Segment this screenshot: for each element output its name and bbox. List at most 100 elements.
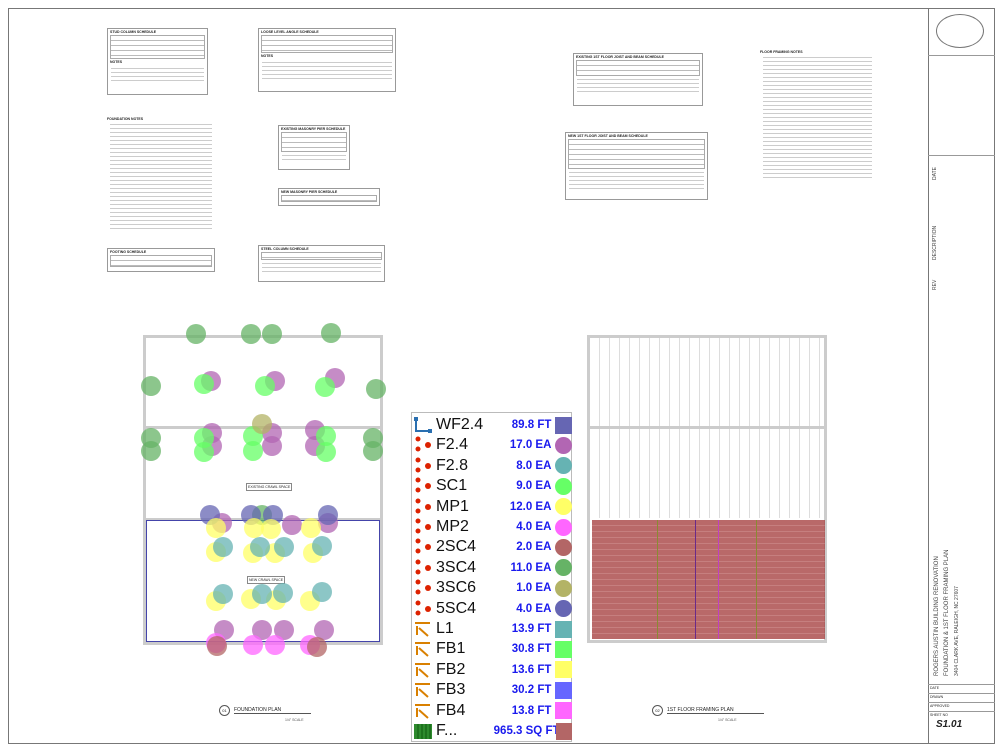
legend-label: 3SC4 <box>436 558 477 576</box>
takeoff-marker[interactable] <box>316 426 336 446</box>
legend-quantity: 8.0 EA <box>516 459 552 472</box>
approved-field: APPROVED <box>928 702 995 709</box>
schedule-title: STEEL COLUMN SCHEDULE <box>261 247 309 251</box>
legend-label: FB3 <box>436 681 466 699</box>
takeoff-marker[interactable] <box>141 376 161 396</box>
takeoff-marker[interactable] <box>314 620 334 640</box>
takeoff-marker[interactable] <box>250 537 270 557</box>
linear-measure-icon <box>412 619 434 639</box>
legend-label: FB4 <box>436 701 466 719</box>
takeoff-marker[interactable] <box>321 323 341 343</box>
schedule-grid <box>576 60 700 76</box>
takeoff-marker[interactable] <box>194 442 214 462</box>
legend-quantity: 89.8 FT <box>511 419 552 431</box>
takeoff-marker[interactable] <box>243 635 263 655</box>
legend-label: SC1 <box>436 477 468 495</box>
takeoff-marker[interactable] <box>262 324 282 344</box>
beam-line <box>695 520 696 639</box>
sheet-title: FOUNDATION & 1ST FLOOR FRAMING PLAN <box>944 549 950 676</box>
legend-label: F... <box>436 722 458 739</box>
stud-column-schedule: STUD COLUMN SCHEDULE NOTES <box>107 28 208 95</box>
takeoff-marker[interactable] <box>252 584 272 604</box>
schedule-title: EXISTING MASONRY PIER SCHEDULE <box>281 127 346 131</box>
takeoff-marker[interactable] <box>312 582 332 602</box>
takeoff-marker[interactable] <box>265 635 285 655</box>
drawing-frame <box>8 8 995 744</box>
takeoff-marker[interactable] <box>301 518 321 538</box>
legend-label: FB2 <box>436 660 466 678</box>
count-dot-icon <box>412 435 434 455</box>
schedule-grid <box>568 139 705 169</box>
legend-color-swatch <box>555 620 573 638</box>
takeoff-marker[interactable] <box>213 584 233 604</box>
schedule-title: FOOTING SCHEDULE <box>110 250 147 254</box>
legend-quantity: 17.0 EA <box>509 439 552 452</box>
note-lines <box>110 124 212 229</box>
legend-label: L1 <box>436 620 454 637</box>
takeoff-marker[interactable] <box>206 518 226 538</box>
takeoff-marker[interactable] <box>255 376 275 396</box>
legend-label: FB1 <box>436 640 466 658</box>
takeoff-marker[interactable] <box>261 519 281 539</box>
revision-description-label: DESCRIPTION <box>932 225 938 260</box>
takeoff-marker[interactable] <box>312 536 332 556</box>
beam-line <box>718 520 719 639</box>
revision-date-label: DATE <box>932 167 938 180</box>
takeoff-marker[interactable] <box>318 505 338 525</box>
plan-scale: 1/4" SCALE <box>285 718 304 722</box>
takeoff-marker[interactable] <box>186 324 206 344</box>
linear-measure-icon <box>412 680 434 700</box>
legend-color-swatch <box>555 518 573 536</box>
legend-item[interactable]: F...965.3 SQ FT <box>412 721 572 741</box>
drawn-field: DRAWN <box>928 693 995 700</box>
count-dot-icon <box>412 599 434 619</box>
takeoff-marker[interactable] <box>273 583 293 603</box>
takeoff-marker[interactable] <box>213 537 233 557</box>
takeoff-marker[interactable] <box>207 636 227 656</box>
schedule-grid <box>281 195 377 202</box>
takeoff-marker[interactable] <box>315 377 335 397</box>
area-measure-icon <box>412 721 434 741</box>
takeoff-marker[interactable] <box>363 441 383 461</box>
floor-framing-notes: FLOOR FRAMING NOTES <box>760 50 875 181</box>
legend-color-swatch <box>555 416 573 434</box>
takeoff-marker[interactable] <box>194 374 214 394</box>
takeoff-marker[interactable] <box>316 442 336 462</box>
legend-color-swatch <box>555 477 573 495</box>
schedule-title: LOOSE LEVEL ANGLE SCHEDULE <box>261 30 319 34</box>
takeoff-marker[interactable] <box>252 414 272 434</box>
takeoff-marker[interactable] <box>243 441 263 461</box>
beam-line <box>756 520 757 639</box>
takeoff-marker[interactable] <box>307 637 327 657</box>
takeoff-marker[interactable] <box>274 537 294 557</box>
schedule-grid <box>261 35 393 53</box>
takeoff-marker[interactable] <box>244 518 264 538</box>
legend-color-swatch <box>555 559 573 577</box>
takeoff-marker[interactable] <box>141 441 161 461</box>
note-lines <box>577 79 699 92</box>
takeoff-marker[interactable] <box>262 436 282 456</box>
takeoff-marker[interactable] <box>241 324 261 344</box>
legend-item[interactable]: 3SC4 11.0 EA <box>412 558 573 578</box>
logo-block <box>928 55 995 155</box>
legend-quantity: 11.0 EA <box>510 561 552 574</box>
takeoff-marker[interactable] <box>366 379 386 399</box>
notes-title: FLOOR FRAMING NOTES <box>760 50 803 54</box>
legend-quantity: 1.0 EA <box>516 582 552 595</box>
schedule-grid <box>110 35 205 59</box>
takeoff-marker[interactable] <box>282 515 302 535</box>
